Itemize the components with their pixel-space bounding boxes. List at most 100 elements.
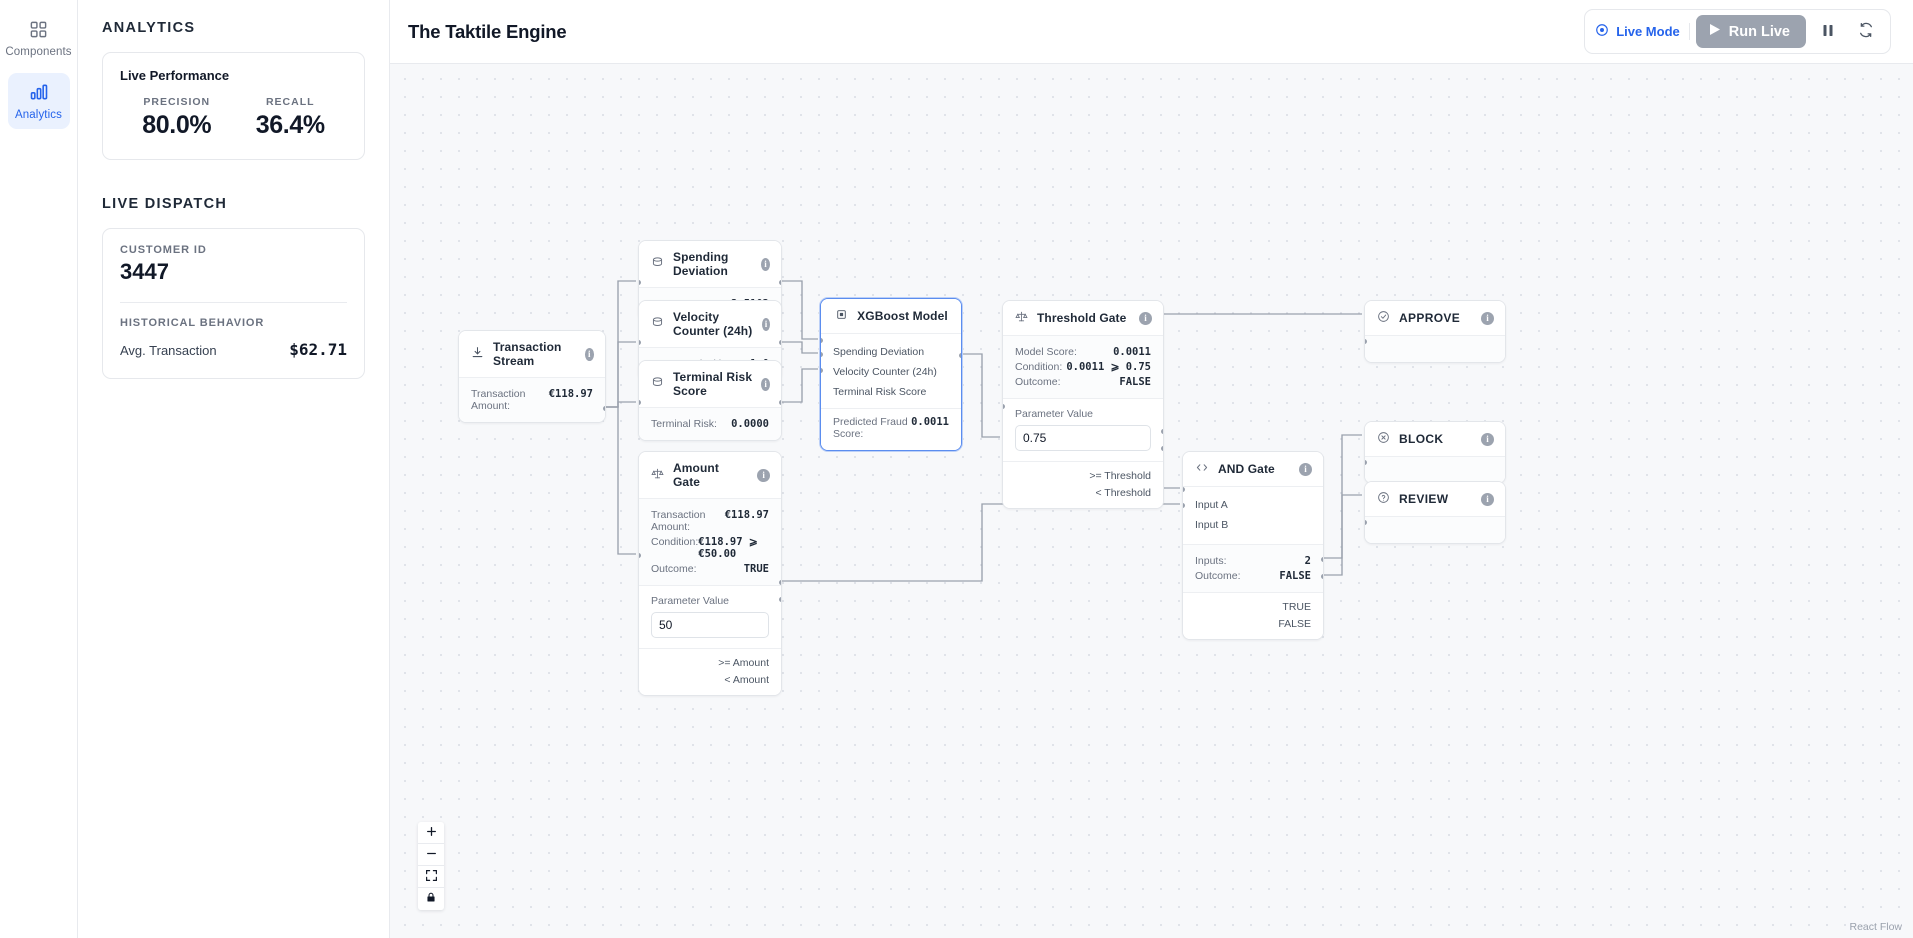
zoom-in-button[interactable] bbox=[418, 822, 444, 844]
info-icon[interactable]: i bbox=[1481, 311, 1494, 325]
output-handle-gte[interactable] bbox=[1161, 428, 1163, 434]
input-handle[interactable] bbox=[639, 552, 641, 558]
node-amount-gate[interactable]: Amount Gate i Transaction Amount: €118.9… bbox=[638, 451, 782, 696]
input-label-c: Terminal Risk Score bbox=[833, 386, 927, 398]
info-icon[interactable]: i bbox=[757, 468, 770, 482]
node-threshold-gate[interactable]: Threshold Gate i Model Score: 0.0011 Con… bbox=[1002, 300, 1164, 509]
avg-transaction-row: Avg. Transaction $62.71 bbox=[120, 340, 347, 359]
output-handle-true[interactable] bbox=[1321, 556, 1323, 562]
param-section: Parameter Value bbox=[1003, 398, 1163, 461]
node-body: Spending Deviation Velocity Counter (24h… bbox=[821, 334, 961, 450]
input-handle-a[interactable] bbox=[1183, 486, 1185, 492]
output-handle[interactable] bbox=[959, 352, 961, 358]
node-transaction-stream[interactable]: Transaction Stream i Transaction Amount:… bbox=[458, 330, 606, 423]
node-header: Terminal Risk Score i bbox=[639, 361, 781, 408]
row-value: €118.97 ⩾ €50.00 bbox=[698, 535, 758, 560]
param-input[interactable] bbox=[651, 612, 769, 638]
edge-xgb-threshold bbox=[962, 353, 1000, 438]
row-key: Outcome: bbox=[651, 562, 697, 575]
react-flow-attribution[interactable]: React Flow bbox=[1846, 920, 1905, 934]
customer-id-value: 3447 bbox=[120, 259, 169, 284]
node-row: Transaction Amount: €118.97 bbox=[651, 507, 769, 534]
edge-stream-spending bbox=[605, 280, 636, 408]
run-live-button[interactable]: Run Live bbox=[1695, 15, 1806, 48]
output-handle[interactable] bbox=[779, 399, 781, 405]
node-approve[interactable]: APPROVE i bbox=[1364, 300, 1506, 363]
param-label: Parameter Value bbox=[651, 595, 730, 607]
main-area: The Taktile Engine Live Mode bbox=[390, 0, 1913, 938]
metric-label: PRECISION bbox=[143, 96, 211, 108]
info-icon[interactable]: i bbox=[1481, 432, 1494, 446]
output-label-gte: >= Threshold bbox=[1089, 469, 1151, 482]
input-handle-b[interactable] bbox=[821, 351, 823, 357]
input-handle[interactable] bbox=[1003, 403, 1005, 409]
output-handle-false[interactable] bbox=[1321, 573, 1323, 579]
node-body bbox=[1365, 457, 1505, 483]
node-xgboost-model[interactable]: XGBoost Model Spending Deviation Velocit… bbox=[820, 298, 962, 451]
edge-stream-terminal bbox=[605, 401, 636, 408]
info-icon[interactable]: i bbox=[1481, 492, 1494, 506]
input-handle[interactable] bbox=[639, 399, 641, 405]
node-and-gate[interactable]: AND Gate i Input A Input B Inputs: 2 Out… bbox=[1182, 451, 1324, 640]
refresh-button[interactable] bbox=[1850, 16, 1882, 48]
row-value: €118.97 bbox=[548, 387, 593, 400]
node-block[interactable]: BLOCK i bbox=[1364, 421, 1506, 484]
input-handle[interactable] bbox=[639, 339, 641, 345]
input-handle-a[interactable] bbox=[821, 337, 823, 343]
node-row: Transaction Amount: €118.97 bbox=[471, 386, 593, 413]
node-title: Threshold Gate bbox=[1037, 311, 1127, 325]
question-circle-icon bbox=[1377, 491, 1390, 507]
node-review[interactable]: REVIEW i bbox=[1364, 481, 1506, 544]
row-key: Model Score: bbox=[1015, 345, 1077, 358]
info-icon[interactable]: i bbox=[761, 317, 770, 331]
row-value: FALSE bbox=[1119, 375, 1151, 388]
node-header: REVIEW i bbox=[1365, 482, 1505, 517]
info-icon[interactable]: i bbox=[760, 257, 770, 271]
node-body: Input A Input B bbox=[1183, 487, 1323, 544]
sidebar-item-components[interactable]: Components bbox=[5, 10, 72, 67]
live-dispatch-card: CUSTOMER ID 3447 HISTORICAL BEHAVIOR Avg… bbox=[102, 228, 365, 379]
zoom-out-button[interactable] bbox=[418, 844, 444, 866]
output-label-lt: < Threshold bbox=[1095, 486, 1151, 499]
row-value: 0.0011 bbox=[1113, 345, 1151, 358]
input-handle-c[interactable] bbox=[821, 367, 823, 373]
input-handle-b[interactable] bbox=[1183, 502, 1185, 508]
pause-button[interactable] bbox=[1812, 16, 1844, 48]
row-value: €118.97 bbox=[724, 508, 769, 521]
output-handle-gte[interactable] bbox=[779, 579, 781, 585]
metric-label: RECALL bbox=[265, 96, 315, 108]
input-handle[interactable] bbox=[1365, 338, 1367, 344]
lock-button[interactable] bbox=[418, 888, 444, 910]
row-key: Inputs: bbox=[1195, 554, 1227, 567]
flow-canvas[interactable]: Transaction Stream i Transaction Amount:… bbox=[390, 64, 1913, 938]
play-icon bbox=[1709, 23, 1721, 40]
input-handle[interactable] bbox=[639, 279, 641, 285]
node-terminal-risk[interactable]: Terminal Risk Score i Terminal Risk: 0.0… bbox=[638, 360, 782, 441]
sidebar-item-label: Analytics bbox=[15, 108, 62, 121]
node-title: Amount Gate bbox=[673, 461, 719, 489]
output-handle[interactable] bbox=[779, 279, 781, 285]
input-handle[interactable] bbox=[1365, 459, 1367, 465]
fit-view-button[interactable] bbox=[418, 866, 444, 888]
info-icon[interactable]: i bbox=[1139, 311, 1152, 325]
sidebar-item-analytics[interactable]: Analytics bbox=[7, 72, 70, 129]
info-icon[interactable]: i bbox=[584, 347, 594, 361]
grid-icon bbox=[29, 18, 48, 40]
info-icon[interactable]: i bbox=[1299, 462, 1312, 476]
output-handle-lt[interactable] bbox=[779, 596, 781, 602]
node-header: Transaction Stream i bbox=[459, 331, 605, 378]
output-handle[interactable] bbox=[779, 339, 781, 345]
node-row: Inputs: 2 bbox=[1195, 553, 1311, 568]
row-value: 0.0011 ⩾ 0.75 bbox=[1066, 360, 1151, 373]
node-row: Terminal Risk: 0.0000 bbox=[651, 416, 769, 431]
output-handle[interactable] bbox=[603, 405, 605, 411]
row-key: Terminal Risk: bbox=[651, 417, 717, 430]
output-handle-lt[interactable] bbox=[1161, 445, 1163, 451]
output-label-lt: < Amount bbox=[724, 673, 769, 686]
live-mode-toggle[interactable]: Live Mode bbox=[1595, 23, 1690, 40]
info-icon[interactable]: i bbox=[761, 377, 770, 391]
param-input[interactable] bbox=[1015, 425, 1151, 451]
divider bbox=[120, 302, 347, 303]
input-handle[interactable] bbox=[1365, 519, 1367, 525]
metric-recall: RECALL 36.4% bbox=[234, 96, 348, 140]
